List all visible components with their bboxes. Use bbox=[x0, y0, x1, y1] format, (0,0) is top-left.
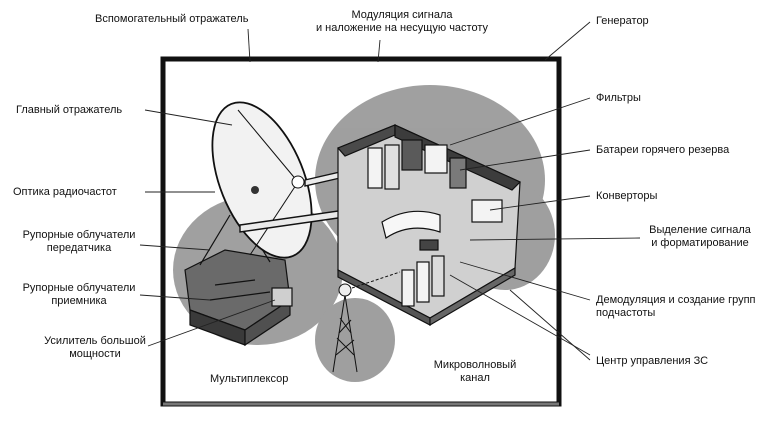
leader-lines bbox=[139, 21, 641, 361]
label-multiplexer: Мультиплексор bbox=[210, 373, 289, 385]
label-main-reflector: Главный отражатель bbox=[16, 104, 123, 116]
label-aux-reflector: Вспомогательный отражатель bbox=[95, 13, 249, 25]
label-hpa: Усилитель большой мощности bbox=[44, 335, 146, 360]
label-tx-horn-feeds: Рупорные облучатели передатчика bbox=[22, 229, 136, 254]
equipment-building bbox=[336, 124, 522, 327]
hpa-box bbox=[271, 287, 293, 307]
label-rf-optics: Оптика радиочастот bbox=[13, 186, 117, 198]
label-rx-horn-feeds: Рупорные облучатели приемника bbox=[22, 282, 136, 307]
antenna-pedestal bbox=[184, 204, 293, 347]
label-signal-extraction: Выделение сигнала и форматирование bbox=[649, 224, 751, 249]
label-modulation: Модуляция сигнала и наложение на несущую… bbox=[315, 9, 489, 34]
label-control-center: Центр управления ЗС bbox=[596, 355, 709, 367]
label-filters: Фильтры bbox=[596, 92, 641, 104]
label-microwave-channel: Микроволновый канал bbox=[433, 359, 517, 384]
label-demodulation: Демодуляция и создание групп подчастоты bbox=[596, 294, 756, 319]
sub-reflector bbox=[291, 175, 305, 189]
label-generator: Генератор bbox=[596, 15, 649, 27]
label-converters: Конверторы bbox=[596, 190, 658, 202]
label-hot-standby: Батареи горячего резерва bbox=[596, 144, 730, 156]
microwave-tower bbox=[332, 271, 401, 373]
